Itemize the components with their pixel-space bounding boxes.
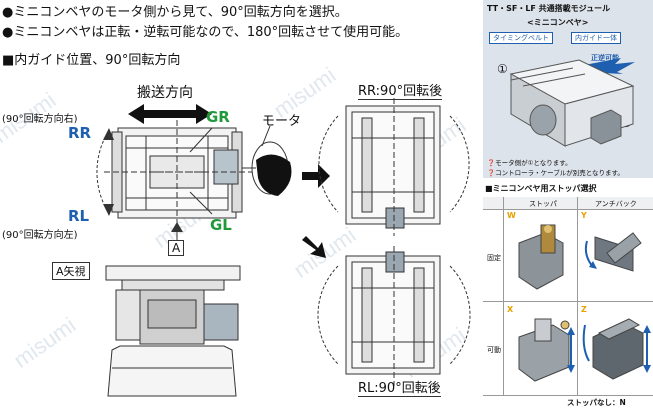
rr-result-view <box>345 105 441 229</box>
transport-direction-arrow <box>128 104 212 124</box>
conveyor-front-view <box>105 265 241 397</box>
stopper-z-image <box>582 318 651 380</box>
rr-label: RR <box>68 124 92 142</box>
stopper-x-image <box>518 318 575 382</box>
code-z: Z <box>581 305 587 314</box>
module-note-1: ❓モータ側が①となります。 <box>487 159 572 167</box>
gl-label: GL <box>210 216 232 234</box>
row-fixed: 固定 <box>487 254 501 262</box>
stopper-illustrations <box>518 224 651 382</box>
motor-shape <box>242 141 292 196</box>
conveyor-diagram <box>96 98 471 397</box>
gr-label: GR <box>206 108 230 126</box>
tag-timing-belt: タイミングベルト <box>489 32 553 44</box>
info-icon: ❓ <box>487 169 496 177</box>
stopper-table: ストッパ アンチバック 固定 可動 W Y X Z <box>483 197 653 409</box>
header-line-1: ●ミニコンベヤのモータ側から見て、90°回転方向を選択。 <box>2 5 348 20</box>
col-stopper: ストッパ <box>529 200 557 208</box>
rl-result-view <box>345 251 441 375</box>
module-num-1: ① <box>497 62 508 76</box>
motor-leader <box>261 125 271 147</box>
rr-arrow-head <box>103 128 114 140</box>
rr-note: (90°回転方向右) <box>2 114 78 125</box>
view-arrow <box>171 222 183 232</box>
view-a-label: A矢視 <box>52 262 90 280</box>
transport-direction-label: 搬送方向 <box>137 85 193 101</box>
result-arrow-rr <box>302 164 330 188</box>
module-title: TT・SF・LF 共通搭載モジュール <box>487 4 611 13</box>
gl-leader <box>189 191 213 215</box>
module-note-2: ❓コントローラ・ケーブルが別売となります。 <box>487 169 624 177</box>
stopper-w-image <box>518 224 564 290</box>
rl-note: (90°回転方向左) <box>2 230 78 241</box>
gr-leader <box>189 127 213 153</box>
tag-inner-guide: 内ガイド一体 <box>571 32 621 44</box>
module-illustration <box>509 58 635 147</box>
row-movable: 可動 <box>487 346 501 354</box>
code-y: Y <box>581 211 587 220</box>
rl-result-label: RL:90°回転後 <box>358 377 441 397</box>
reverse-label: 正逆可能 <box>591 54 619 62</box>
module-subtitle: <ミニコンベヤ> <box>527 18 589 27</box>
code-w: W <box>507 211 516 220</box>
rr-result-label: RR:90°回転後 <box>358 80 443 100</box>
rl-arrow-head <box>103 204 114 216</box>
col-antiback: アンチバック <box>595 200 637 208</box>
stopper-title: ■ミニコンベヤ用ストッパ選択 <box>485 184 597 193</box>
rl-label: RL <box>68 207 90 225</box>
rotation-arc <box>96 131 109 213</box>
no-stopper-label: ストッパなし：N <box>567 398 626 407</box>
info-icon: ❓ <box>487 159 496 167</box>
motor-label: モータ <box>262 114 302 129</box>
header-line-2: ●ミニコンベヤは正転・逆転可能なので、180°回転させて使用可能。 <box>2 25 409 40</box>
stopper-y-image <box>584 232 642 272</box>
module-panel: TT・SF・LF 共通搭載モジュール <ミニコンベヤ> タイミングベルト 内ガイ… <box>483 0 653 178</box>
code-x: X <box>507 305 514 314</box>
section-title: ■内ガイド位置、90°回転方向 <box>2 53 181 68</box>
result-arrow-rl <box>302 236 326 258</box>
view-a-marker: A <box>168 240 185 256</box>
